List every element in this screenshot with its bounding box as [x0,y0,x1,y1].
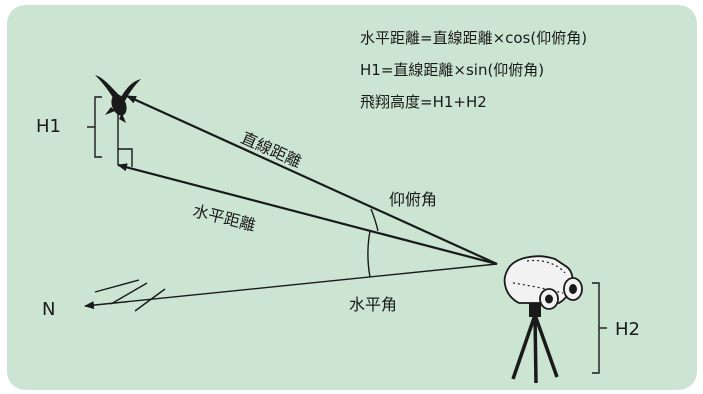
formula-horizontal-distance: 水平距離=直線距離×cos(仰俯角) [360,29,588,47]
formula-h1: H1=直線距離×sin(仰俯角) [360,61,545,79]
horizontal-distance-line [117,163,498,266]
north-reference-line [84,263,498,310]
h1-label: H1 [36,116,61,137]
right-angle-marker [118,148,133,167]
horizontal-angle-label: 水平角 [349,295,398,314]
h2-label: H2 [615,319,640,340]
north-label: N [42,299,56,320]
straight-distance-line [126,94,498,266]
binoculars-on-tripod-icon [503,255,583,384]
formula-flight-height: 飛翔高度=H1+H2 [360,93,487,111]
elevation-angle-arc [370,208,379,232]
bird-silhouette-icon [95,75,141,123]
north-line-break-marks [94,279,166,312]
horizontal-angle-arc [367,230,371,278]
diagram-canvas [7,5,697,390]
elevation-angle-label: 仰俯角 [389,190,438,209]
diagram-panel: 水平距離=直線距離×cos(仰俯角) H1=直線距離×sin(仰俯角) 飛翔高度… [7,5,697,390]
